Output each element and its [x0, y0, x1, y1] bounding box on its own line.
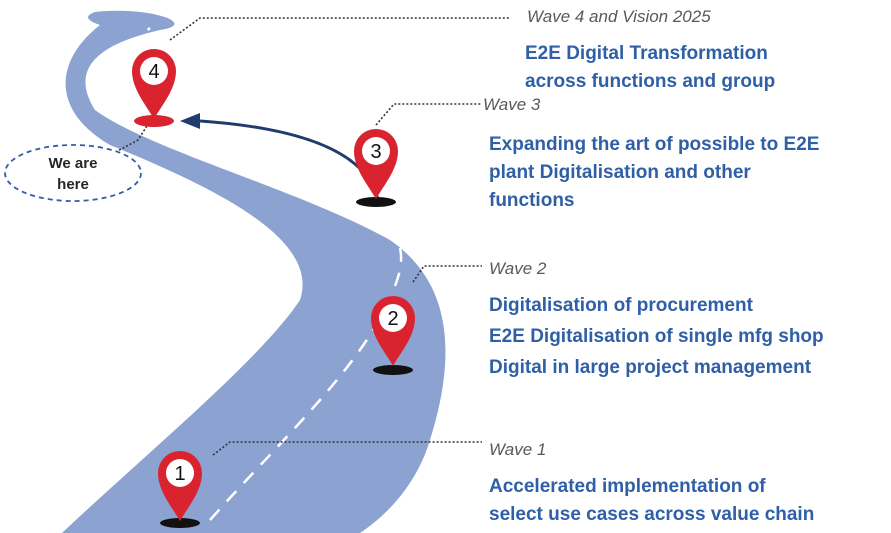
wave-2-description: Digitalisation of procurement E2E Digita…	[489, 290, 824, 383]
wave-3-line-3: functions	[489, 190, 575, 211]
current-position-ellipse	[4, 144, 142, 202]
wave-4-description: E2E Digital Transformation across functi…	[525, 40, 775, 96]
wave-3-line-1: Expanding the art of possible to E2E	[489, 134, 820, 155]
current-position-label: We are here	[28, 153, 118, 195]
marker-leader	[111, 117, 153, 155]
pin-3-number: 3	[370, 141, 381, 163]
pin-4-shadow	[134, 115, 174, 127]
pin-1-marker: 1	[158, 451, 202, 521]
wave-4-line-1: E2E Digital Transformation	[525, 43, 768, 64]
wave-4-leader	[169, 17, 510, 41]
pin-2-shadow	[373, 365, 413, 375]
progress-arrow-head	[180, 113, 200, 129]
current-position-line-2: here	[57, 176, 89, 193]
wave-4-label: Wave 4 and Vision 2025	[527, 7, 711, 26]
current-position-line-1: We are	[48, 155, 98, 172]
wave-3-label: Wave 3	[483, 95, 541, 114]
wave-2-label: Wave 2	[489, 259, 547, 278]
wave-3-description: Expanding the art of possible to E2E pla…	[489, 131, 819, 215]
wave-2-line-2: E2E Digitalisation of single mfg shop	[489, 326, 824, 347]
wave-1-leader	[212, 441, 482, 456]
road	[62, 10, 446, 533]
wave-1-line-1: Accelerated implementation of	[489, 476, 766, 497]
pin-4-marker: 4	[132, 49, 176, 119]
pin-3-marker: 3	[354, 129, 398, 199]
wave-3-leader	[375, 103, 482, 126]
wave-2-line-3: Digital in large project management	[489, 357, 812, 378]
wave-3-line-2: plant Digitalisation and other	[489, 162, 751, 183]
pin-1-number: 1	[174, 463, 185, 485]
road-center-line	[113, 27, 403, 521]
pin-2-number: 2	[387, 308, 398, 330]
pin-1-shadow	[160, 518, 200, 528]
wave-1-label: Wave 1	[489, 440, 547, 459]
pin-2-marker: 2	[371, 296, 415, 366]
wave-1-description: Accelerated implementation of select use…	[489, 473, 814, 529]
pin-4-number: 4	[148, 61, 159, 83]
wave-4-line-2: across functions and group	[525, 71, 776, 92]
pin-3-shadow	[356, 197, 396, 207]
wave-2-line-1: Digitalisation of procurement	[489, 295, 753, 316]
wave-1-line-2: select use cases across value chain	[489, 504, 815, 525]
